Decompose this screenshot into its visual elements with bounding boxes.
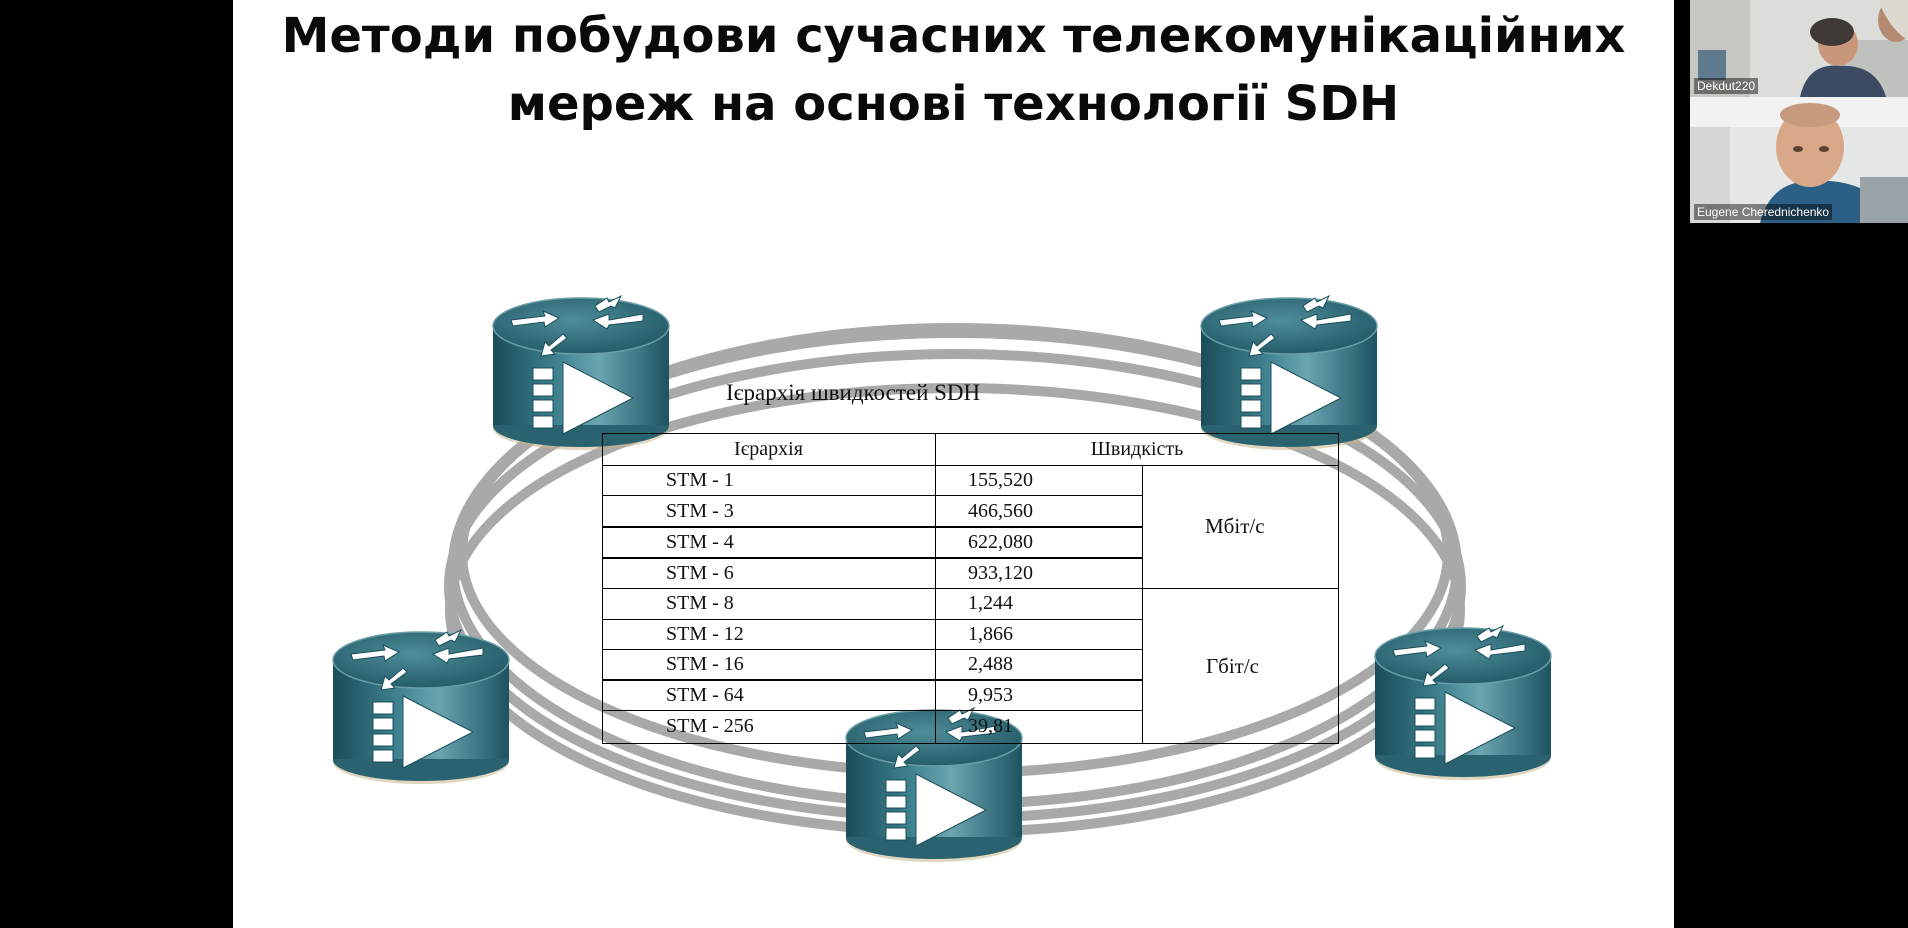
table-caption: Ієрархія швидкостей SDH xyxy=(726,380,981,405)
sdh-speed-table: Ієрархія Швидкість STM - 1 STM - 3 STM -… xyxy=(602,433,1339,744)
participant-tile[interactable]: Dekdut220 xyxy=(1690,0,1908,97)
router-icon xyxy=(332,629,510,785)
sdh-ring-diagram xyxy=(332,295,1552,863)
router-icon xyxy=(1374,625,1552,781)
table-cell-speed: 2,488 xyxy=(968,653,1013,675)
table-cell-level: STM - 16 xyxy=(666,653,744,675)
participant-video xyxy=(1690,97,1908,223)
unit-gbit: Гбіт/с xyxy=(1206,654,1259,678)
table-cell-level: STM - 4 xyxy=(666,531,734,553)
table-header-hierarchy: Ієрархія xyxy=(734,438,803,460)
table-cell-speed: 9,953 xyxy=(968,684,1013,706)
slide-title-line-1: Методи побудови сучасних телекомунікацій… xyxy=(281,8,1626,64)
table-cell-level: STM - 3 xyxy=(666,500,734,522)
table-cell-speed: 39,81 xyxy=(968,715,1013,737)
router-icon xyxy=(1200,295,1378,451)
table-cell-level: STM - 12 xyxy=(666,623,744,645)
table-cell-speed: 933,120 xyxy=(968,562,1033,584)
table-cell-speed: 622,080 xyxy=(968,531,1033,553)
participant-tile[interactable]: Eugene Cherednichenko xyxy=(1690,97,1908,223)
participant-video xyxy=(1690,0,1908,97)
table-cell-level: STM - 256 xyxy=(666,715,754,737)
table-cell-speed: 466,560 xyxy=(968,500,1033,522)
slide-title-line-2: мереж на основі технології SDH xyxy=(507,76,1400,132)
table-header-speed: Швидкість xyxy=(1090,438,1184,460)
table-cell-level: STM - 8 xyxy=(666,592,734,614)
video-participants-panel: Dekdut220 Eugene Cherednichenko xyxy=(1690,0,1908,928)
participant-name: Eugene Cherednichenko xyxy=(1694,204,1833,220)
presentation-slide: Методи побудови сучасних телекомунікацій… xyxy=(233,0,1674,928)
table-cell-speed: 155,520 xyxy=(968,469,1033,491)
table-cell-level: STM - 64 xyxy=(666,684,744,706)
table-cell-level: STM - 1 xyxy=(666,469,734,491)
table-cell-speed: 1,244 xyxy=(968,592,1013,614)
participant-name: Dekdut220 xyxy=(1694,78,1759,94)
table-cell-level: STM - 6 xyxy=(666,562,734,584)
table-cell-speed: 1,866 xyxy=(968,623,1013,645)
router-icon xyxy=(492,295,670,451)
slide-title: Методи побудови сучасних телекомунікацій… xyxy=(233,2,1674,138)
unit-mbit: Мбіт/с xyxy=(1205,514,1265,538)
